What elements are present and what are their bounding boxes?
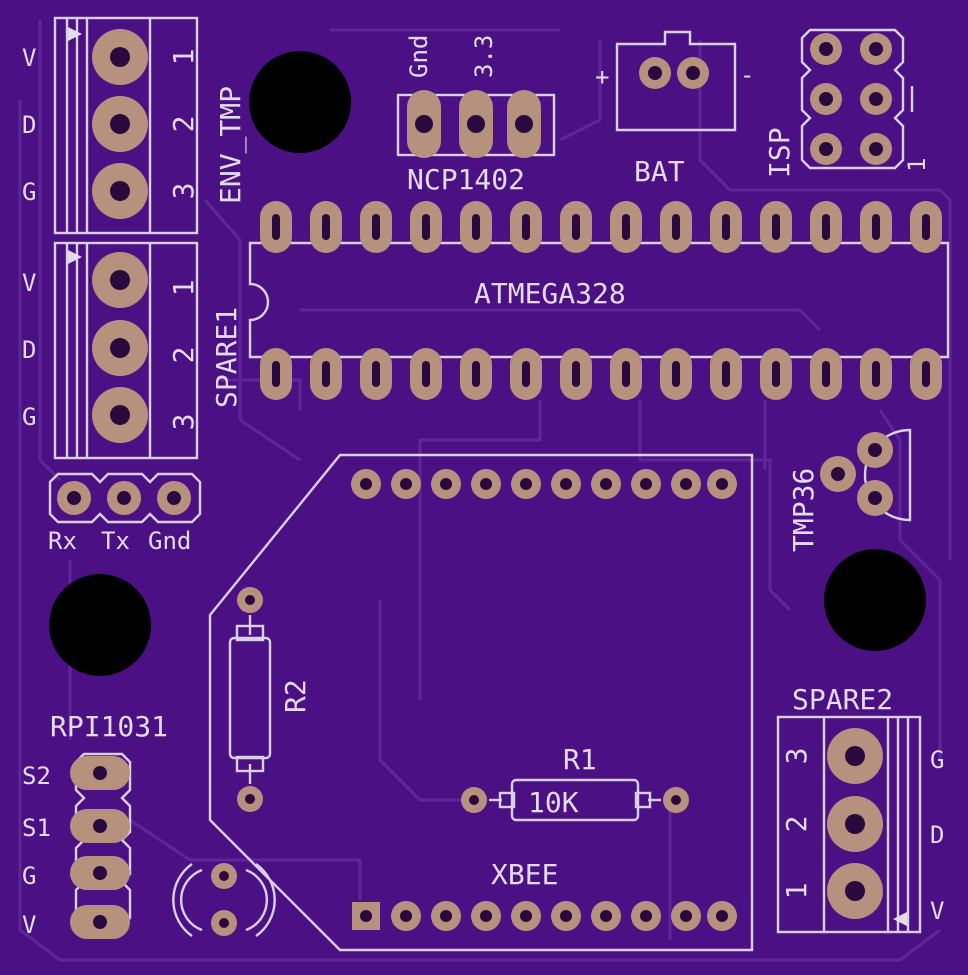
ncp1402-label: NCP1402 (407, 163, 525, 196)
spare1-label: SPARE1 (210, 307, 243, 408)
ncp1402-regulator: Gnd 3.3 NCP1402 (396, 35, 556, 196)
spare2-v-label: V (930, 897, 944, 925)
rpi1031-label: RPI1031 (50, 710, 168, 743)
spare2-d-label: D (930, 821, 944, 849)
spare2-label: SPARE2 (792, 683, 893, 716)
antenna-icon (172, 863, 276, 937)
ncp1402-3v3-label: 3.3 (470, 35, 498, 78)
gnd-label: Gnd (148, 527, 191, 555)
spare1-pin3: 3 (167, 414, 200, 431)
resistor-r2: R2 (228, 587, 312, 812)
atmega328-chip: ATMEGA328 (248, 201, 950, 400)
env-tmp-g-label: G (22, 178, 36, 206)
env-tmp-pin3: 3 (167, 183, 200, 200)
mounting-hole-left (49, 574, 151, 676)
atmega328-label: ATMEGA328 (474, 277, 626, 310)
env-tmp-pin1: 1 (167, 49, 200, 66)
xbee-top-pins (351, 469, 737, 499)
env-tmp-terminal: V D G 1 2 3 ENV_TMP (22, 16, 248, 235)
rpi-s1-label: S1 (22, 814, 51, 842)
rpi-v-label: V (22, 911, 36, 939)
spare2-terminal: SPARE2 3 2 1 G D V (776, 683, 944, 934)
rx-label: Rx (48, 527, 77, 555)
spare1-v-label: V (22, 269, 36, 297)
r2-label: R2 (279, 679, 312, 713)
r1-value-label: 10K (528, 786, 579, 819)
rpi-g-label: G (22, 862, 36, 890)
tmp36-sensor: TMP36 (787, 428, 912, 552)
env-tmp-d-label: D (22, 111, 36, 139)
spare1-pin1: 1 (167, 280, 200, 297)
spare2-pin2: 2 (780, 816, 813, 833)
spare1-d-label: D (22, 336, 36, 364)
resistor-r1: R1 10K (461, 743, 689, 822)
spare2-g-label: G (930, 746, 944, 774)
rpi-s2-label: S2 (22, 762, 51, 790)
tmp36-label: TMP36 (787, 468, 820, 552)
bat-plus-label: + (595, 63, 609, 91)
serial-header: Rx Tx Gnd (48, 472, 202, 555)
xbee-module: XBEE (208, 453, 754, 952)
xbee-label: XBEE (491, 858, 558, 891)
spare2-pin1: 1 (780, 883, 813, 900)
ncp1402-gnd-label: Gnd (405, 35, 433, 78)
bat-minus-label: - (740, 61, 754, 89)
tx-label: Tx (101, 527, 130, 555)
env-tmp-pin2: 2 (167, 116, 200, 133)
rpi1031-header: RPI1031 S2 S1 G V (22, 710, 168, 939)
isp-pin1-label: 1 (903, 158, 931, 172)
env-tmp-v-label: V (22, 44, 36, 72)
isp-header: ISP 1 (763, 28, 931, 178)
env-tmp-label: ENV_TMP (214, 86, 248, 204)
spare1-pin2: 2 (167, 347, 200, 364)
r1-label: R1 (563, 743, 597, 776)
bat-label: BAT (634, 155, 685, 188)
atmega-bottom-pins (260, 348, 942, 400)
mounting-hole-top (249, 51, 351, 153)
atmega-top-pins (260, 201, 942, 253)
isp-label: ISP (763, 127, 796, 178)
battery-connector: + - BAT (595, 30, 754, 188)
xbee-bottom-pins (352, 901, 737, 931)
spare1-terminal: V D G 1 2 3 SPARE1 (22, 241, 243, 460)
mounting-holes (49, 51, 926, 676)
spare2-pin3: 3 (780, 748, 813, 765)
mounting-hole-right (824, 549, 926, 651)
spare1-g-label: G (22, 403, 36, 431)
